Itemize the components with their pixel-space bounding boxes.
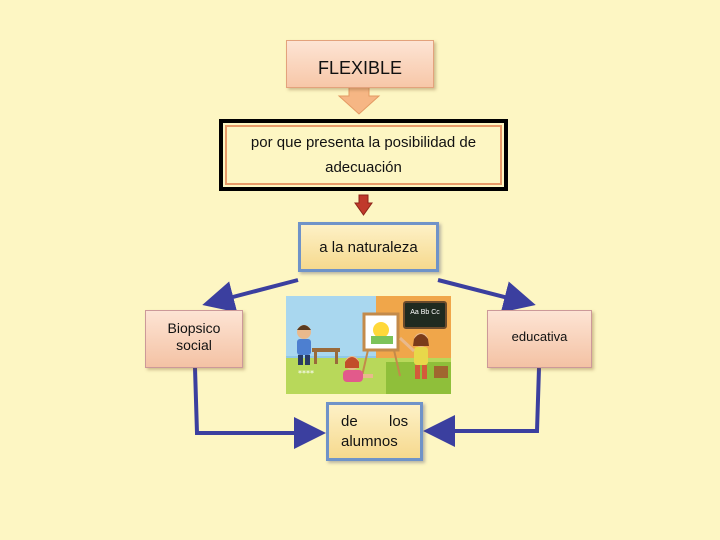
naturaleza-label: a la naturaleza bbox=[319, 238, 418, 256]
boy-figure bbox=[297, 325, 311, 365]
definition-box: por que presenta la posibilidad de adecu… bbox=[219, 119, 508, 191]
down-arrow-definition bbox=[354, 194, 373, 216]
girl-painting-figure bbox=[398, 333, 429, 379]
alumnos-word-alumnos: alumnos bbox=[341, 432, 398, 450]
arrow-educativa-to-alumnos bbox=[423, 367, 541, 447]
floor-stars: **** bbox=[298, 369, 314, 378]
alumnos-word-de: de bbox=[341, 412, 358, 430]
arrow-biopsico-to-alumnos bbox=[193, 367, 326, 449]
toy-box bbox=[434, 366, 448, 378]
girl-sitting-figure bbox=[343, 356, 373, 382]
biopsico-social-box: Biopsico social bbox=[145, 310, 243, 368]
alumnos-text: de los alumnos bbox=[341, 412, 408, 452]
naturaleza-box: a la naturaleza bbox=[298, 222, 439, 272]
classroom-illustration: Aa Bb Cc **** bbox=[286, 296, 451, 394]
chalkboard-text: Aa Bb Cc bbox=[410, 309, 440, 316]
alumnos-box: de los alumnos bbox=[326, 402, 423, 461]
down-arrow-flexible bbox=[337, 83, 381, 115]
definition-text: por que presenta la posibilidad de adecu… bbox=[250, 134, 477, 176]
easel-painting bbox=[361, 312, 401, 377]
alumnos-word-los: los bbox=[389, 412, 409, 430]
flexible-box: FLEXIBLE bbox=[286, 40, 434, 88]
educativa-label: educativa bbox=[511, 328, 568, 344]
small-table bbox=[312, 348, 340, 364]
biopsico-social-label: Biopsico social bbox=[167, 320, 221, 353]
chalkboard: Aa Bb Cc bbox=[403, 301, 447, 329]
flexible-label: FLEXIBLE bbox=[317, 57, 403, 78]
educativa-box: educativa bbox=[487, 310, 592, 368]
arrow-to-biopsico bbox=[202, 278, 299, 313]
arrow-to-educativa bbox=[437, 278, 536, 313]
